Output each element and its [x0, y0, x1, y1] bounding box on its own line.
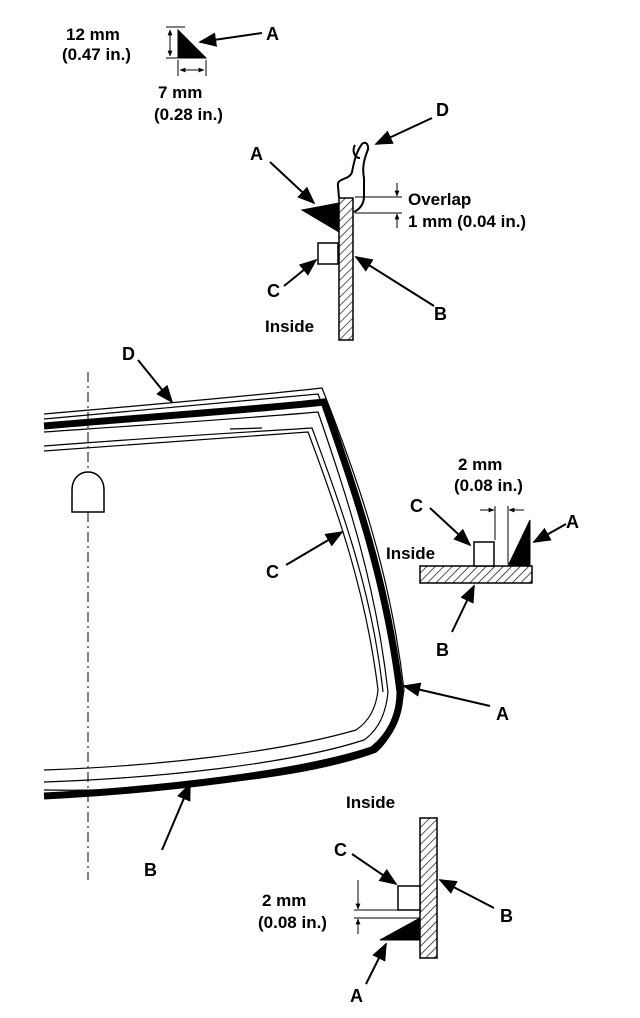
- callout-c: C: [334, 840, 347, 860]
- glass-section: [419, 565, 533, 584]
- glass-edge: [43, 411, 389, 783]
- leader-arrow: [451, 584, 475, 633]
- callout-c: C: [410, 496, 423, 516]
- leader-arrow: [365, 942, 387, 985]
- gap-in: (0.08 in.): [454, 476, 523, 495]
- callout-d: D: [436, 100, 449, 120]
- adhesive-band: [43, 398, 404, 800]
- callout-c: C: [267, 281, 280, 301]
- urethane-adhesive: [507, 519, 531, 567]
- gap-mm: 2 mm: [458, 455, 502, 474]
- bead-width-mm: 7 mm: [158, 83, 202, 102]
- glass-section: [419, 817, 438, 959]
- callout-b: B: [500, 906, 513, 926]
- callout-c: C: [266, 562, 279, 582]
- leader-arrow: [285, 531, 344, 566]
- dam-rubber-line: [43, 431, 379, 771]
- leader-arrow: [283, 258, 318, 287]
- molding-outline: [43, 387, 405, 791]
- callout-b: B: [436, 640, 449, 660]
- windshield-view: D C A B: [43, 344, 509, 880]
- leader-arrow: [532, 523, 567, 543]
- leader-arrow: [354, 256, 435, 307]
- inside-label: Inside: [265, 317, 314, 336]
- callout-b: B: [144, 860, 157, 880]
- dam-block: [397, 885, 421, 911]
- inside-label: Inside: [386, 544, 435, 563]
- leader-arrow: [402, 682, 491, 707]
- dam-block: [473, 541, 495, 567]
- callout-a: A: [566, 512, 579, 532]
- bead-height-in: (0.47 in.): [62, 45, 131, 64]
- bead-profile-detail: 12 mm (0.47 in.) 7 mm (0.28 in.) A: [62, 24, 279, 124]
- glass-section: [338, 197, 354, 341]
- callout-a: A: [250, 144, 263, 164]
- side-edge-section-detail: 2 mm (0.08 in.) Inside C A B: [386, 455, 579, 660]
- leader-arrow: [374, 117, 433, 145]
- leader-arrow: [429, 507, 472, 547]
- callout-a: A: [266, 24, 279, 44]
- gap-mm: 2 mm: [262, 891, 306, 910]
- callout-a: A: [350, 986, 363, 1006]
- overlap-label: Overlap: [408, 190, 471, 209]
- bead-height-mm: 12 mm: [66, 25, 120, 44]
- leader-arrow: [137, 359, 174, 404]
- urethane-adhesive: [379, 917, 421, 941]
- leader-arrow: [438, 879, 495, 909]
- callout-b: B: [434, 304, 447, 324]
- leader-arrow: [351, 853, 398, 886]
- dam-block: [317, 242, 339, 265]
- leader-arrow: [198, 32, 263, 47]
- urethane-adhesive: [300, 202, 340, 233]
- leader-arrow: [269, 161, 316, 205]
- mirror-mount: [71, 471, 105, 513]
- bottom-edge-section-detail: 2 mm (0.08 in.) Inside C B A: [258, 793, 513, 1006]
- bead-width-in: (0.28 in.): [154, 105, 223, 124]
- leader-arrow: [161, 782, 191, 851]
- inside-label: Inside: [346, 793, 395, 812]
- gap-in: (0.08 in.): [258, 913, 327, 932]
- callout-a: A: [496, 704, 509, 724]
- adhesive-bead-profile: [177, 28, 208, 59]
- top-edge-section-detail: Overlap 1 mm (0.04 in.) D A C B Inside: [250, 100, 526, 341]
- overlap-value: 1 mm (0.04 in.): [408, 212, 526, 231]
- callout-d: D: [122, 344, 135, 364]
